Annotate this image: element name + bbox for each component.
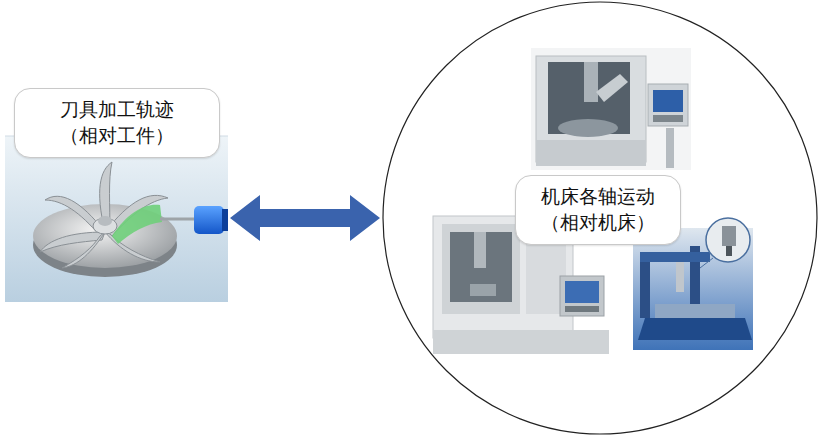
label-box: 机床各轴运动 （相对机床） [515,175,681,245]
circle-outline [383,2,817,434]
node-label: 机床各轴运动 （相对机床） [538,184,658,235]
circle-region: 机床各轴运动 （相对机床） [382,1,818,435]
node-label: 刀具加工轨迹 （相对工件） [57,97,177,148]
impeller-illustration [5,136,228,302]
double-arrow [230,195,380,241]
panel-node: 刀具加工轨迹 （相对工件） [5,88,228,302]
machine-photo [531,48,691,170]
label-box: 刀具加工轨迹 （相对工件） [14,88,220,158]
